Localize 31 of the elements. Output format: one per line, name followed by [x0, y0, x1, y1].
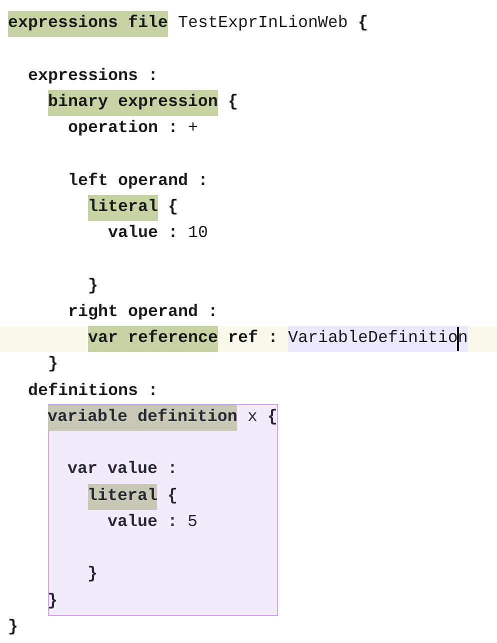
code-text: ref :: [228, 328, 278, 350]
brace: }: [88, 276, 98, 298]
code-identifier: 10: [188, 223, 208, 246]
brace: {: [168, 196, 178, 219]
brace: {: [168, 486, 178, 508]
brace: }: [88, 564, 98, 586]
brace: }: [8, 616, 18, 639]
code-text: left operand :: [68, 170, 208, 193]
code-text: operation :: [68, 118, 178, 140]
code-text: right operand :: [68, 302, 218, 324]
code-keyword: expressions file: [8, 11, 168, 37]
code-identifier: TestExprInLionWeb: [178, 13, 348, 35]
code-identifier: +: [188, 118, 198, 140]
code-text: value :: [108, 512, 178, 534]
code-identifier: 5: [188, 512, 198, 534]
code-keyword: var reference: [88, 326, 218, 352]
code-keyword: binary expression: [48, 90, 218, 116]
brace: }: [48, 354, 58, 376]
code-text: expressions :: [28, 66, 158, 88]
code-identifier: x: [248, 406, 258, 429]
code-keyword: literal: [88, 194, 158, 221]
code-keyword: variable definition: [48, 404, 238, 431]
code-text: value :: [108, 223, 178, 246]
brace: {: [268, 406, 278, 429]
selection-box: [48, 404, 278, 616]
brace: }: [48, 590, 58, 613]
brace: {: [228, 92, 238, 114]
code-keyword: literal: [88, 484, 158, 510]
brace: {: [358, 13, 368, 35]
code-text: var value :: [68, 459, 178, 482]
code-text: definitions :: [28, 380, 158, 403]
